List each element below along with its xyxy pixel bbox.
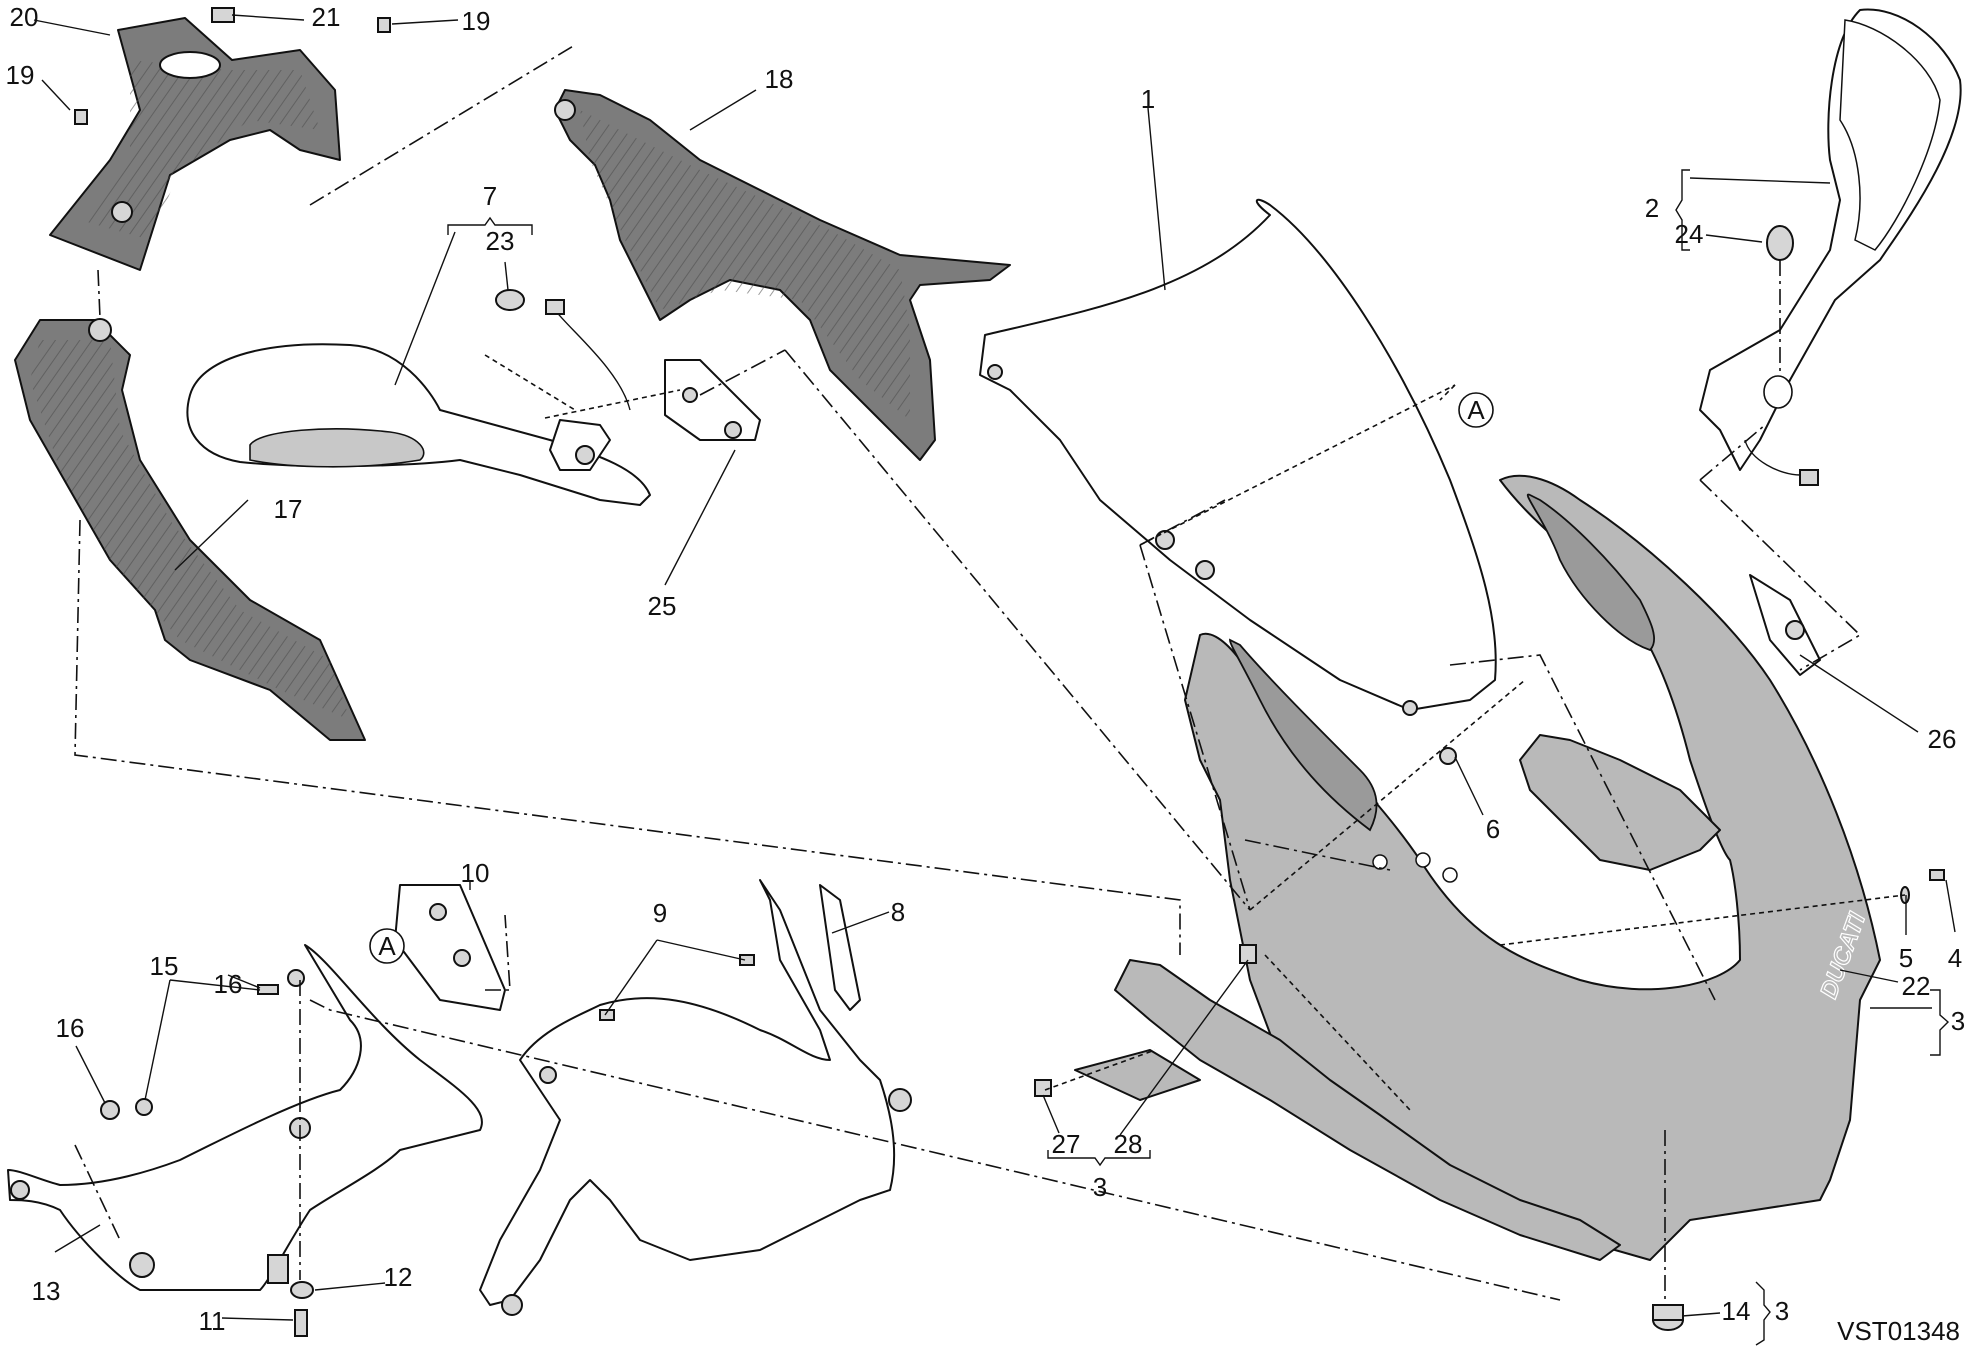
part-28-clip xyxy=(1239,944,1257,964)
reference-marker-a-1: A xyxy=(1458,392,1494,428)
part-3-front-fairing: DUCATI xyxy=(1184,474,1881,1261)
callout-4: 4 xyxy=(1948,943,1962,973)
part-9-screw xyxy=(739,954,755,966)
part-11-screw xyxy=(294,1309,308,1337)
part-9-screw-2 xyxy=(599,1009,615,1021)
part-6-nut xyxy=(1439,747,1457,765)
callout-15: 15 xyxy=(150,951,179,981)
callout-12: 12 xyxy=(384,1262,413,1292)
part-13-lower-cover xyxy=(7,944,483,1291)
part-12-grommet xyxy=(290,1281,314,1299)
part-18-air-duct xyxy=(554,89,1011,461)
part-7-left-mirror xyxy=(186,299,651,506)
callout-16b: 16 xyxy=(56,1013,85,1043)
group-braces xyxy=(447,169,1950,1346)
callout-8: 8 xyxy=(891,897,905,927)
callout-3c: 3 xyxy=(1775,1296,1789,1326)
reference-marker-a-2: A xyxy=(369,928,405,964)
callout-27: 27 xyxy=(1052,1129,1081,1159)
callout-14: 14 xyxy=(1722,1296,1751,1326)
callout-10: 10 xyxy=(461,858,490,888)
part-16-nut-b xyxy=(100,1100,120,1120)
callout-13: 13 xyxy=(32,1276,61,1306)
callout-19b: 19 xyxy=(6,60,35,90)
callout-22: 22 xyxy=(1902,971,1931,1001)
part-24-cap xyxy=(1766,225,1794,261)
callout-23: 23 xyxy=(486,226,515,256)
callout-26: 26 xyxy=(1928,724,1957,754)
callout-3a: 3 xyxy=(1093,1172,1107,1202)
part-21-screw xyxy=(211,7,235,23)
part-28-inner-panel xyxy=(1074,959,1621,1261)
callout-2: 2 xyxy=(1645,193,1659,223)
part-8-plate xyxy=(819,884,861,1011)
drawing-code: VST01348 xyxy=(1837,1316,1960,1346)
callout-20: 20 xyxy=(10,2,39,32)
part-26-bracket xyxy=(1749,574,1821,676)
assembly-lines xyxy=(74,44,1862,1301)
callout-3b: 3 xyxy=(1951,1006,1965,1036)
front-subframe xyxy=(479,879,912,1316)
callout-7: 7 xyxy=(483,181,497,211)
callout-6: 6 xyxy=(1486,814,1500,844)
part-4-screw xyxy=(1929,869,1945,881)
callout-18: 18 xyxy=(765,64,794,94)
callout-labels: 1 2 3 3 3 4 5 6 7 8 9 10 11 12 13 14 15 … xyxy=(6,2,1966,1336)
part-15-grommet xyxy=(135,1098,153,1116)
part-1-windscreen xyxy=(979,198,1497,716)
part-25-mirror-bracket xyxy=(664,359,761,441)
part-19-screw-b xyxy=(74,109,88,125)
callout-28: 28 xyxy=(1114,1129,1143,1159)
callout-1: 1 xyxy=(1141,84,1155,114)
part-19-screw-a xyxy=(377,17,391,33)
reference-marker-a-1-text: A xyxy=(1467,395,1485,425)
part-10-bracket xyxy=(394,884,506,1011)
callout-5: 5 xyxy=(1899,943,1913,973)
callout-16a: 16 xyxy=(214,969,243,999)
callout-9: 9 xyxy=(653,898,667,928)
part-20-upper-cover xyxy=(49,17,341,271)
part-15-screw xyxy=(257,984,279,995)
part-17-side-duct xyxy=(14,318,366,741)
alignment-dotted-lines xyxy=(484,354,1906,1111)
part-16-nut-a xyxy=(287,969,305,987)
callout-24: 24 xyxy=(1675,219,1704,249)
callout-21: 21 xyxy=(312,2,341,32)
callout-19a: 19 xyxy=(462,6,491,36)
callout-17: 17 xyxy=(274,494,303,524)
callout-25: 25 xyxy=(648,591,677,621)
reference-marker-a-2-text: A xyxy=(378,931,396,961)
headlight-support xyxy=(1519,734,1721,871)
part-23-cap xyxy=(495,289,525,311)
part-2-right-mirror xyxy=(1699,8,1962,486)
part-14-grommet xyxy=(1652,1304,1684,1331)
callout-11: 11 xyxy=(199,1306,226,1336)
leader-lines xyxy=(33,14,1956,1321)
